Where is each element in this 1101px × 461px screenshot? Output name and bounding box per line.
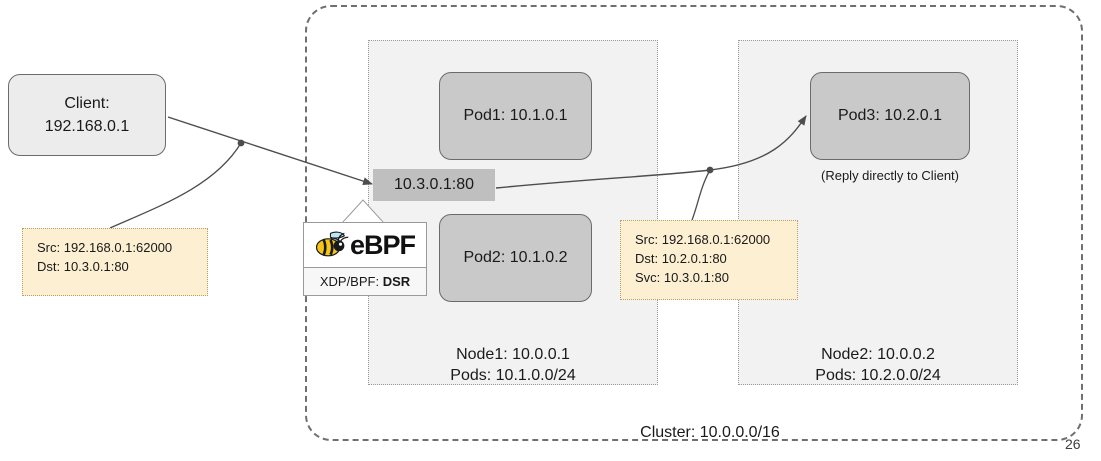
node2-pod-cidr: Pods: 10.2.0.0/24 — [815, 367, 941, 384]
client-ip: 192.168.0.1 — [44, 118, 130, 135]
ebpf-logo-row: eBPF — [303, 222, 427, 268]
request-packet-note: Src: 192.168.0.1:62000 Dst: 10.3.0.1:80 — [22, 228, 208, 296]
pod2-box[interactable]: Pod2: 10.1.0.2 — [439, 214, 592, 302]
node1-name: Node1: 10.0.0.1 — [456, 346, 570, 363]
client-node[interactable]: Client: 192.168.0.1 — [8, 74, 166, 156]
cluster-label: Cluster: 10.0.0.0/16 — [640, 424, 780, 441]
node1-label: Node1: 10.0.0.1 Pods: 10.1.0.0/24 — [368, 344, 658, 386]
node1-pod-cidr: Pods: 10.1.0.0/24 — [450, 367, 576, 384]
node2-name: Node2: 10.0.0.2 — [821, 346, 935, 363]
ebpf-logo-text: eBPF — [349, 229, 416, 260]
pod3-reply-note: (Reply directly to Client) — [821, 168, 959, 183]
request-src: Src: 192.168.0.1:62000 — [37, 240, 173, 255]
pod3-box[interactable]: Pod3: 10.2.0.1 — [810, 72, 970, 160]
pod1-label: Pod1: 10.1.0.1 — [463, 107, 568, 124]
pod3-label: Pod3: 10.2.0.1 — [837, 107, 943, 124]
ebpf-mode-value: DSR — [382, 274, 411, 289]
node2-label: Node2: 10.0.0.2 Pods: 10.2.0.0/24 — [738, 344, 1018, 386]
reply-dst: Dst: 10.2.0.1:80 — [635, 251, 727, 266]
reply-svc: Svc: 10.3.0.1:80 — [635, 270, 729, 285]
service-vip-box[interactable]: 10.3.0.1:80 — [373, 169, 495, 201]
pod1-box[interactable]: Pod1: 10.1.0.1 — [439, 72, 592, 160]
request-dst: Dst: 10.3.0.1:80 — [37, 259, 129, 274]
pod2-label: Pod2: 10.1.0.2 — [463, 249, 568, 266]
client-title: Client: — [64, 95, 110, 112]
ebpf-mode-prefix: XDP/BPF: — [319, 274, 383, 289]
ebpf-callout[interactable]: eBPF XDP/BPF: DSR — [303, 222, 427, 296]
bee-icon — [315, 231, 349, 257]
reply-src: Src: 192.168.0.1:62000 — [635, 232, 771, 247]
ebpf-mode-row: XDP/BPF: DSR — [303, 268, 427, 296]
reply-packet-note: Src: 192.168.0.1:62000 Dst: 10.2.0.1:80 … — [620, 220, 798, 300]
service-vip-label: 10.3.0.1:80 — [393, 176, 475, 193]
page-number: 26 — [1065, 436, 1081, 452]
